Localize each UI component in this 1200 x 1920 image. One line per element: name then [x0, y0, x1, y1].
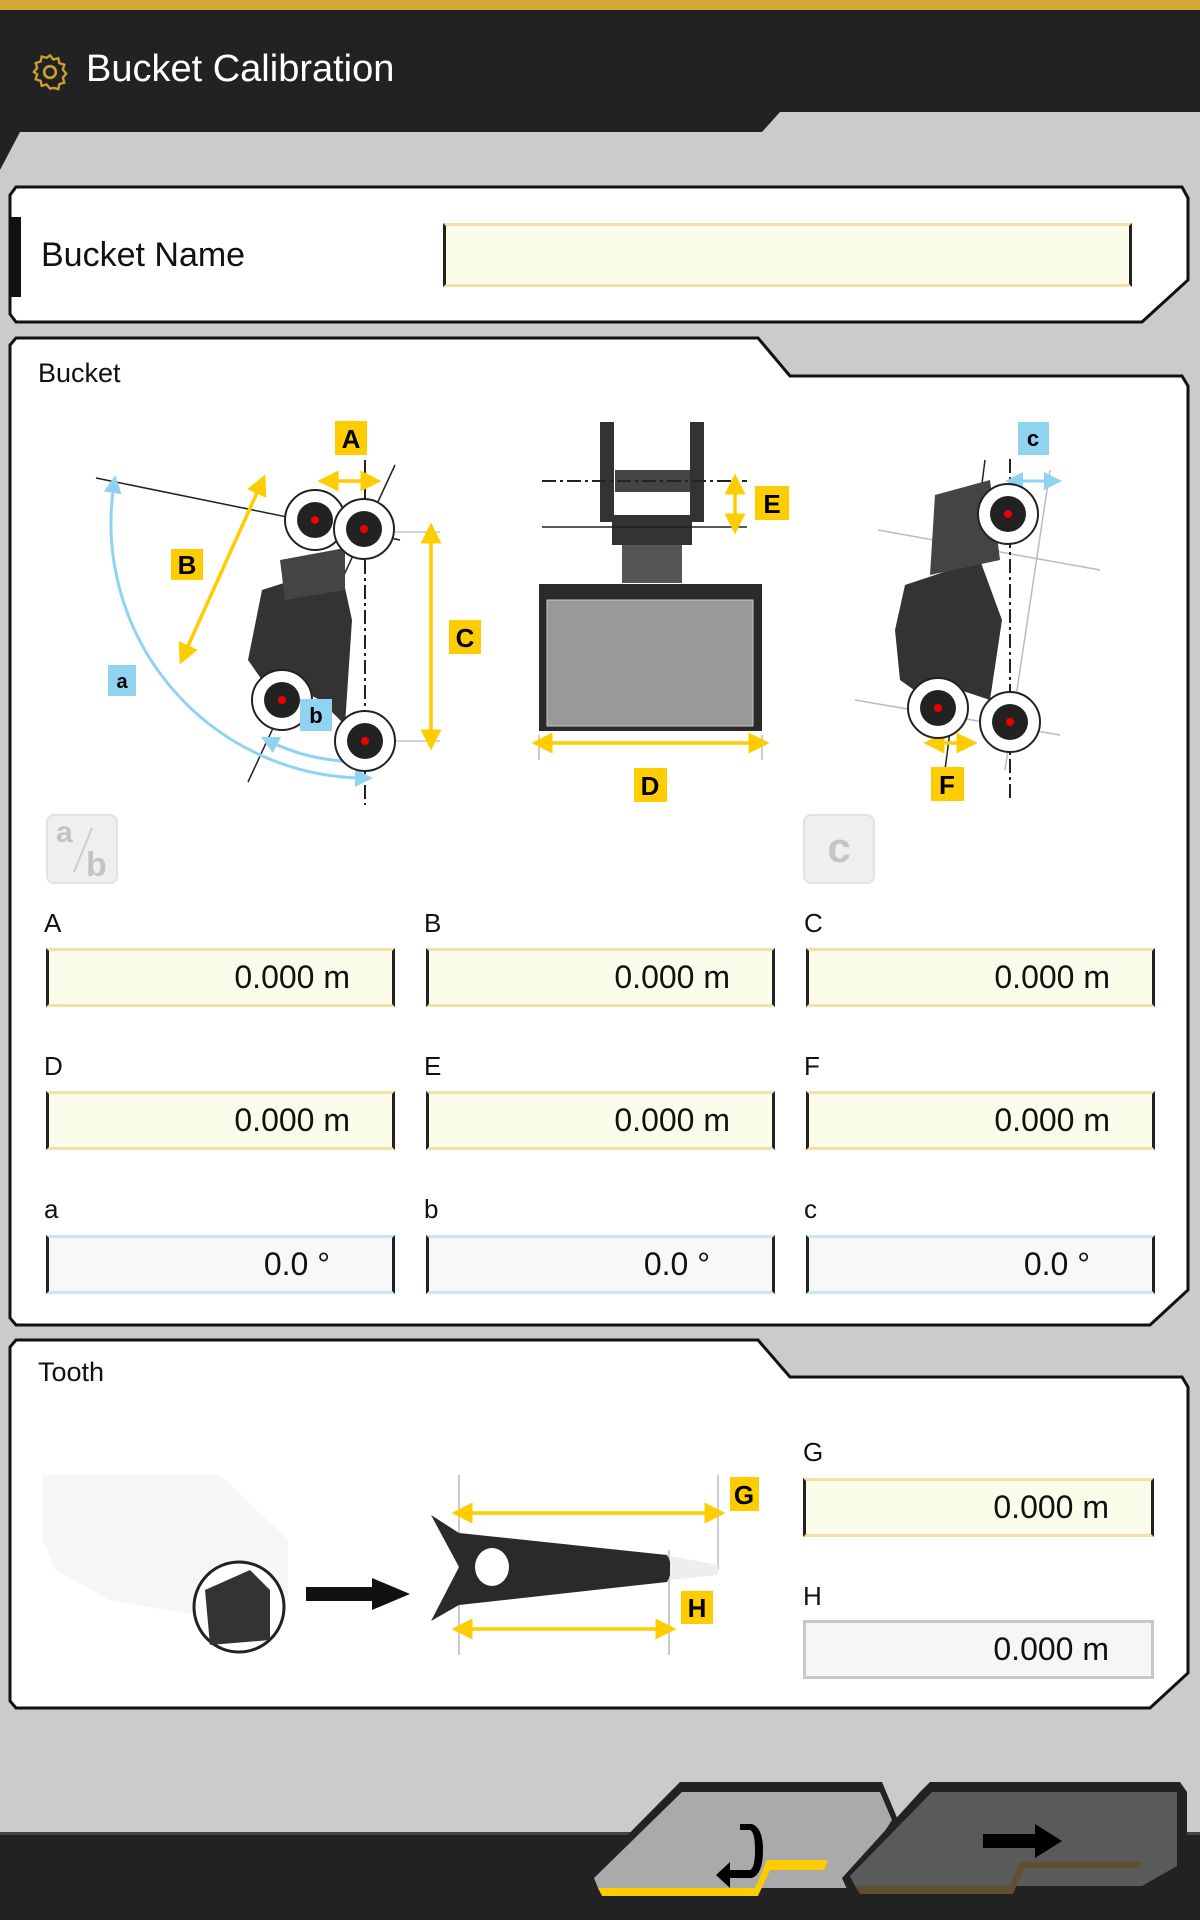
bucket-name-input[interactable] — [443, 223, 1132, 287]
right-arrow-icon — [983, 1824, 1062, 1858]
field-input-C[interactable]: 0.000 m — [806, 948, 1155, 1007]
footer-buttons — [585, 1782, 1187, 1896]
field-label-a: a — [44, 1194, 59, 1224]
tooth-section-title: Tooth — [38, 1357, 105, 1387]
field-label-A: A — [44, 908, 62, 938]
field-input-D[interactable]: 0.000 m — [46, 1091, 395, 1150]
field-input-angle-c[interactable]: 0.0 ° — [806, 1235, 1155, 1294]
page-title: Bucket Calibration — [86, 48, 395, 90]
field-label-G: G — [803, 1437, 824, 1467]
fraction-slash-icon — [73, 827, 93, 873]
field-input-angle-b[interactable]: 0.0 ° — [426, 1235, 775, 1294]
field-label-b: b — [424, 1194, 439, 1224]
return-arrow-icon — [716, 1824, 763, 1888]
bucket-section-title: Bucket — [38, 358, 121, 388]
gear-icon — [32, 53, 68, 91]
field-label-E: E — [424, 1051, 442, 1081]
field-input-angle-a[interactable]: 0.0 ° — [46, 1235, 395, 1294]
back-button[interactable] — [585, 1782, 898, 1896]
field-input-E[interactable]: 0.000 m — [426, 1091, 775, 1150]
field-label-C: C — [804, 908, 823, 938]
bucket-panel — [8, 336, 1190, 1327]
field-label-B: B — [424, 908, 442, 938]
field-label-c: c — [804, 1194, 817, 1224]
field-input-H: 0.000 m — [803, 1620, 1154, 1679]
toggle-ab-bottom: b — [86, 846, 107, 884]
field-input-F[interactable]: 0.000 m — [806, 1091, 1155, 1150]
toggle-ab-button[interactable]: a b — [46, 814, 118, 884]
field-input-G[interactable]: 0.000 m — [803, 1478, 1154, 1537]
bucket-name-label: Bucket Name — [41, 236, 246, 274]
field-input-A[interactable]: 0.000 m — [46, 948, 395, 1007]
toggle-c-button[interactable]: c — [803, 814, 875, 884]
next-button[interactable] — [842, 1782, 1187, 1896]
field-label-D: D — [44, 1051, 63, 1081]
field-label-F: F — [804, 1051, 820, 1081]
field-label-H: H — [803, 1581, 822, 1611]
field-input-B[interactable]: 0.000 m — [426, 948, 775, 1007]
toggle-ab-top: a — [56, 816, 73, 849]
